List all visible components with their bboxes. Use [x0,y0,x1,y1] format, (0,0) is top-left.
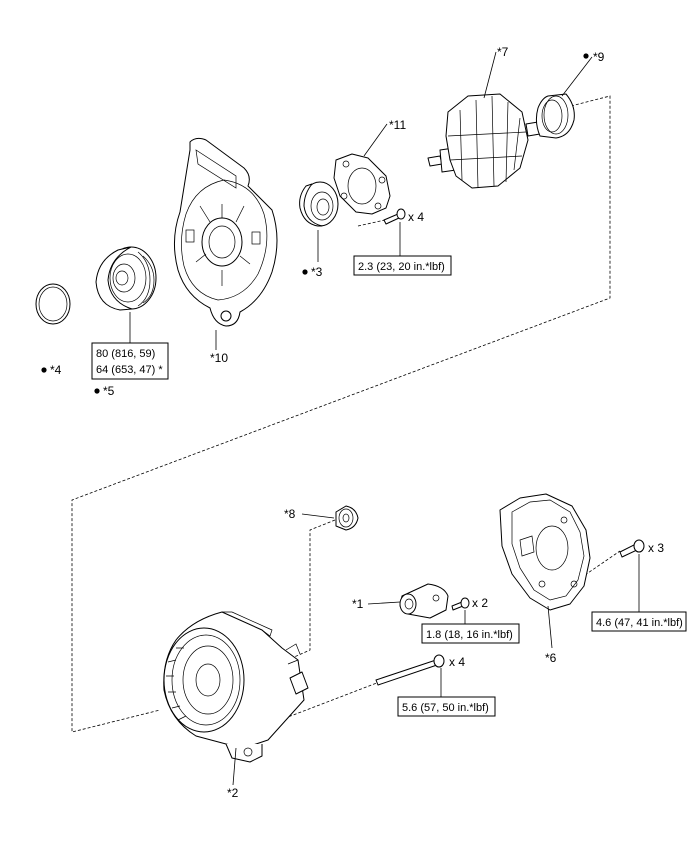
rectifier-end-frame-part [163,611,309,763]
rear-bearing-part [535,93,575,139]
callout-6: *6 [545,651,557,665]
alignment-dashed-lines [71,95,621,733]
part-1 [399,583,449,619]
torque-box-retainer: 2.3 (23, 20 in.*lbf) [353,255,452,276]
callout-10: *10 [210,351,228,365]
callout-11: *11 [389,118,406,132]
qty-cover-bolts: x 3 [648,541,664,555]
callout-7: *7 [497,45,509,59]
callout-3: *3 [311,265,323,279]
torque-pulley-value-1: 80 (816, 59) [96,348,155,360]
qty-part1-bolts: x 2 [472,596,488,610]
torque-box-cover: 4.6 (47, 41 in.*lbf) [591,611,687,632]
filled-dot-icon [583,53,589,59]
qty-through-bolts: x 4 [449,655,465,669]
torque-through-value: 5.6 (57, 50 in.*lbf) [402,702,489,714]
torque-box-pulley: 80 (816, 59) 64 (653, 47) * [91,342,169,380]
retainer-plate-part [333,153,391,215]
torque-pulley-value-2: 64 (653, 47) * [96,364,163,376]
drive-end-frame-part [174,137,278,327]
qty-retainer-bolts: x 4 [408,210,424,224]
bearing-part [299,181,339,227]
torque-box-part1: 1.8 (18, 16 in.*lbf) [421,623,520,644]
callout-4: *4 [50,363,62,377]
rear-end-cover-part [499,493,591,611]
torque-retainer-value: 2.3 (23, 20 in.*lbf) [358,261,445,273]
torque-cover-value: 4.6 (47, 41 in.*lbf) [596,617,683,629]
retainer-bolt-part [383,208,406,225]
torque-box-through: 5.6 (57, 50 in.*lbf) [397,696,496,717]
callout-1: *1 [352,597,364,611]
part-1-bolt [451,597,470,611]
non-reusable-markers [41,53,589,394]
filled-dot-icon [41,367,47,373]
leader-lines [129,51,640,786]
o-ring-part [35,283,71,325]
terminal-insulator-part [335,505,359,531]
through-bolt-part [375,654,445,686]
callout-9: *9 [593,50,605,64]
filled-dot-icon [302,269,308,275]
torque-part1-value: 1.8 (18, 16 in.*lbf) [426,629,513,641]
cover-bolt-part [619,539,645,558]
rotor-part [427,93,541,189]
filled-dot-icon [94,388,100,394]
pulley-part [95,246,157,311]
callout-8: *8 [284,507,296,521]
callout-2: *2 [227,786,239,800]
callout-5: *5 [103,384,115,398]
